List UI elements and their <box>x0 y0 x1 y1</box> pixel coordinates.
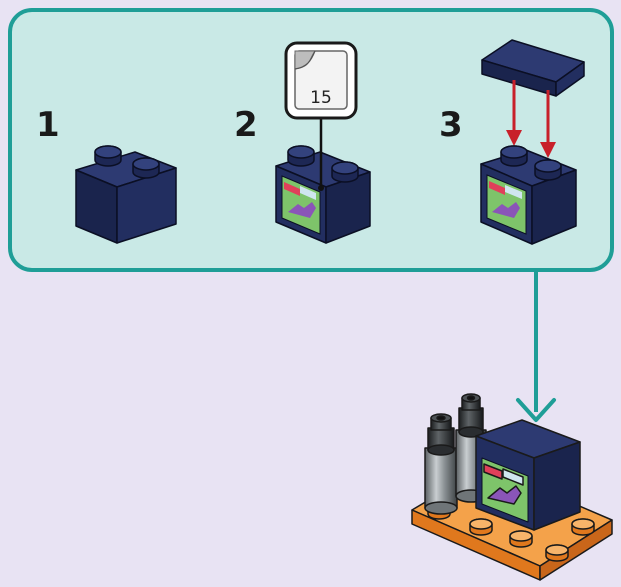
plate-stud <box>545 544 569 562</box>
red-down-arrow-icon <box>540 90 556 158</box>
red-down-arrow-icon <box>506 80 522 146</box>
stud <box>534 159 562 181</box>
stud <box>287 145 315 167</box>
plate-stud <box>509 530 533 548</box>
final-assembly <box>411 393 613 581</box>
grey-column-front <box>424 413 458 515</box>
plate-stud <box>469 518 493 536</box>
brick-1x2-step1 <box>75 145 177 244</box>
tile-1x2 <box>481 39 585 97</box>
step-number-2: 2 <box>234 105 258 145</box>
sticker-number: 15 <box>310 88 332 108</box>
screen-sticker-step3 <box>486 174 527 235</box>
screen-sticker-final <box>481 457 529 523</box>
sticker-callout-dot <box>318 185 324 191</box>
sticker-sheet-icon: 15 <box>284 41 358 120</box>
stud <box>331 161 359 183</box>
stud <box>500 145 528 167</box>
stud <box>132 157 160 179</box>
step-number-3: 3 <box>439 105 463 145</box>
plate-stud <box>571 518 595 536</box>
stud <box>94 145 122 167</box>
screen-sticker-step2 <box>281 175 321 235</box>
teal-down-arrow-icon <box>516 270 556 422</box>
step-number-1: 1 <box>36 105 60 145</box>
